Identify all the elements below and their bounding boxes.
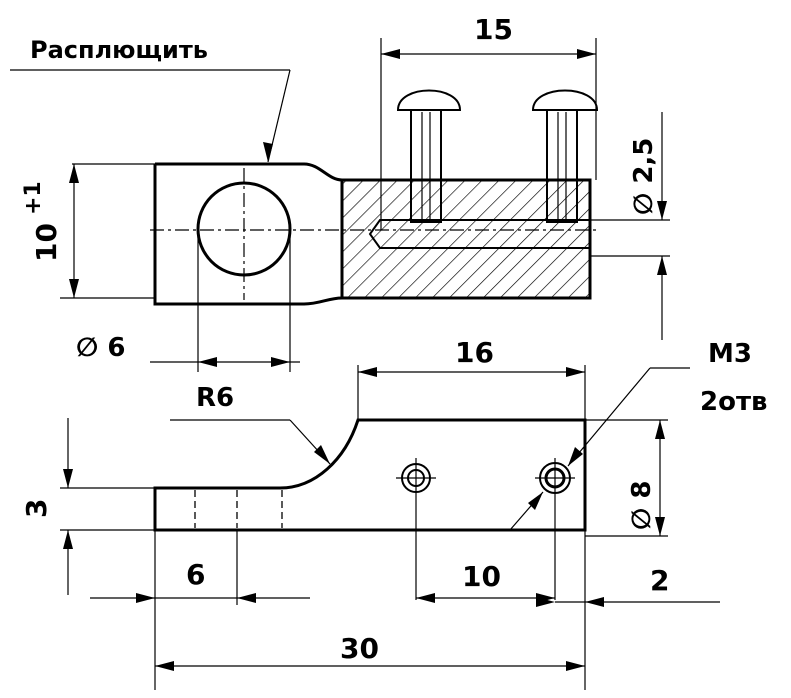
dim-lug-height: 10 +1 <box>21 163 155 299</box>
thread-hole-left <box>396 458 436 600</box>
side-view: 16 М3 2отв R6 ∅ 8 <box>20 336 767 690</box>
dim-thickness: 3 <box>20 418 155 595</box>
hole-dia-label: ∅ 6 <box>76 333 125 363</box>
dim-top-length: 16 <box>357 336 586 420</box>
radius-label: R6 <box>196 383 234 413</box>
thickness-label: 3 <box>20 499 53 518</box>
body-outline <box>340 178 592 300</box>
dim-total-length: 30 <box>154 605 585 690</box>
flatten-note-label: Расплющить <box>30 36 208 64</box>
hole-spacing-label: 10 <box>462 560 501 593</box>
section-hatch <box>342 180 590 298</box>
top-length-label: 16 <box>455 336 494 369</box>
dim-outer-dia: ∅ 8 <box>585 419 668 537</box>
thread-note: М3 2отв <box>509 339 767 531</box>
thread-count-label: 2отв <box>700 387 767 417</box>
end-offset-label: 2 <box>650 564 669 597</box>
outer-dia-label: ∅ 8 <box>627 481 657 530</box>
thread-hole-right <box>535 458 575 600</box>
lug-height-label: 10 <box>30 223 63 262</box>
pin-left <box>396 89 462 223</box>
bore <box>368 219 591 249</box>
pin-dia-label: ∅ 2,5 <box>629 138 659 215</box>
flat-length-label: 6 <box>186 558 205 591</box>
lug-height-tolerance: +1 <box>21 181 46 215</box>
radius-note: R6 <box>170 383 331 465</box>
flatten-note: Расплющить <box>10 36 291 163</box>
dim-pin-spacing: 15 <box>380 13 597 230</box>
dim-end-offset: 2 <box>536 530 720 690</box>
dim-hole-dia: ∅ 6 <box>76 229 300 372</box>
dim-hole-spacing: 10 <box>416 560 555 603</box>
dim-flat-length: 6 <box>90 530 310 605</box>
pin-spacing-label: 15 <box>474 13 513 46</box>
side-outline <box>153 418 587 532</box>
thread-size-label: М3 <box>708 339 752 369</box>
total-length-label: 30 <box>340 632 379 665</box>
top-view: 15 10 +1 ∅ 2,5 ∅ <box>10 13 670 372</box>
dim-pin-dia: ∅ 2,5 <box>590 112 670 340</box>
lug-outline <box>153 162 343 306</box>
